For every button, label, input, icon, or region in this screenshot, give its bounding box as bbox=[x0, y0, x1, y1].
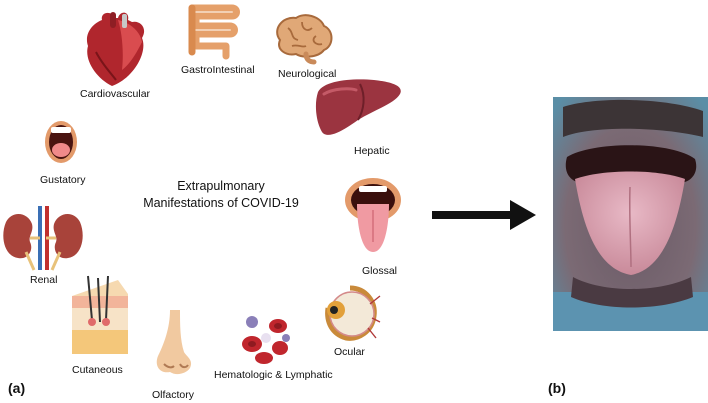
label-gustatory: Gustatory bbox=[40, 174, 86, 186]
label-hematologic: Hematologic & Lymphatic bbox=[214, 369, 333, 381]
label-neurological: Neurological bbox=[278, 68, 337, 80]
label-renal: Renal bbox=[30, 274, 58, 286]
label-gastrointestinal: GastroIntestinal bbox=[181, 64, 255, 76]
center-title-line1: Extrapulmonary bbox=[177, 179, 265, 193]
tongue-photo bbox=[553, 97, 708, 331]
liver-icon bbox=[315, 79, 401, 135]
panel-label-b: (b) bbox=[548, 380, 566, 396]
intestine-icon bbox=[188, 4, 240, 60]
center-title-line2: Manifestations of COVID-19 bbox=[143, 196, 299, 210]
mouth-icon bbox=[45, 121, 77, 163]
kidney-icon bbox=[3, 206, 83, 271]
label-olfactory: Olfactory bbox=[152, 389, 195, 401]
nose-icon bbox=[156, 310, 192, 375]
label-hepatic: Hepatic bbox=[354, 145, 390, 157]
right-arrow-icon bbox=[432, 200, 536, 230]
label-cutaneous: Cutaneous bbox=[72, 364, 123, 376]
label-ocular: Ocular bbox=[334, 346, 365, 358]
panel-label-a: (a) bbox=[8, 380, 26, 396]
heart-icon bbox=[86, 12, 145, 86]
tongue-icon bbox=[345, 178, 401, 252]
label-glossal: Glossal bbox=[362, 265, 398, 277]
eye-icon bbox=[325, 285, 381, 341]
label-cardiovascular: Cardiovascular bbox=[80, 88, 151, 100]
center-title: Extrapulmonary Manifestations of COVID-1… bbox=[140, 178, 302, 212]
blood-cells-icon bbox=[242, 316, 290, 364]
brain-icon bbox=[276, 14, 333, 65]
skin-icon bbox=[72, 275, 128, 354]
